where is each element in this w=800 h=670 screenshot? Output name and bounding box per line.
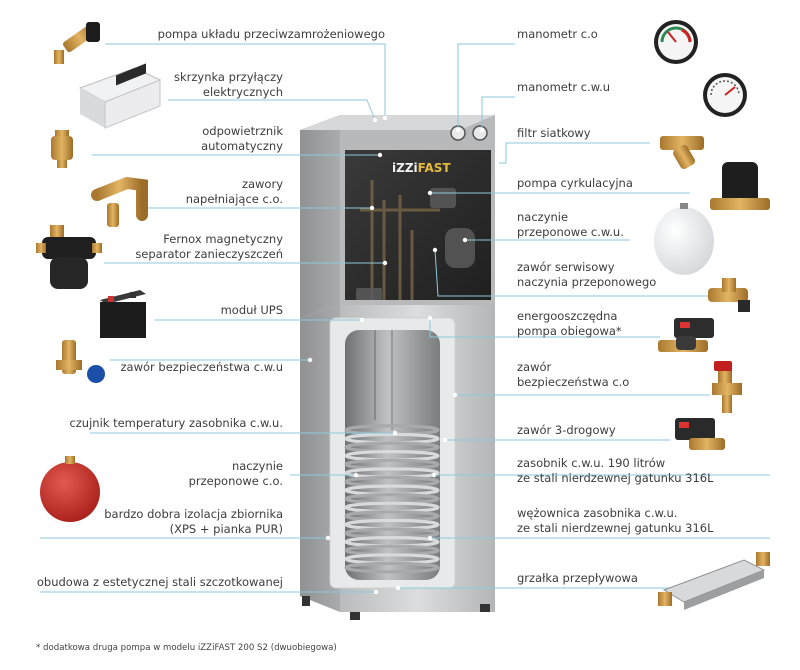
label-line: pompa układu przeciwzamrożeniowego — [158, 27, 385, 41]
label-filtr: filtr siatkowy — [517, 126, 591, 140]
label-line: manometr c.o — [517, 27, 598, 41]
label-manometr-cwu: manometr c.w.u — [517, 80, 610, 94]
leader-lines — [40, 43, 770, 593]
valve-antifreeze-illustration — [54, 22, 100, 64]
fill-valves-illustration — [91, 176, 148, 227]
label-line: ze stali nierdzewnej gatunku 316L — [517, 521, 714, 535]
label-izolacja: bardzo dobra izolacja zbiornika(XPS + pi… — [104, 507, 283, 536]
foot-mid — [350, 612, 360, 620]
label-line: separator zanieczyszczeń — [135, 247, 283, 261]
label-line: naczynie — [517, 210, 568, 224]
safety-valve-cwu-illustration — [56, 340, 105, 383]
label-obudowa: obudowa z estetycznej stali szczotkowane… — [37, 575, 283, 589]
label-line: bardzo dobra izolacja zbiornika — [104, 507, 283, 521]
label-czujnik: czujnik temperatury zasobnika c.w.u. — [69, 416, 283, 430]
label-line: napełniające c.o. — [186, 192, 283, 206]
label-line: pompa obiegowa* — [517, 324, 622, 338]
coil-loop — [344, 561, 440, 574]
three-way-valve-illustration — [675, 418, 725, 450]
label-zawor-bezp-cwu: zawór bezpieczeństwa c.w.u — [121, 360, 284, 374]
label-line: energooszczędna — [517, 309, 617, 323]
top-lid — [300, 115, 495, 130]
label-line: zawór — [517, 360, 552, 374]
label-line: zawór 3-drogowy — [517, 423, 616, 437]
label-line: (XPS + pianka PUR) — [170, 522, 283, 536]
flow-heater-illustration — [658, 552, 770, 610]
label-line: zawór bezpieczeństwa c.w.u — [121, 360, 284, 374]
circulation-pump-illustration — [710, 162, 770, 210]
label-line: bezpieczeństwa c.o — [517, 375, 629, 389]
label-zawor-3drog: zawór 3-drogowy — [517, 423, 616, 437]
heat-pump-unit: iZZiFAST — [300, 115, 495, 620]
service-valve-illustration — [708, 278, 750, 312]
brand-logo: iZZiFAST — [392, 161, 451, 175]
label-line: pompa cyrkulacyjna — [517, 176, 633, 190]
label-line: zawór serwisowy — [517, 260, 615, 274]
label-line: ze stali nierdzewnej gatunku 316L — [517, 471, 714, 485]
leader-dots — [307, 115, 500, 595]
ups-battery-illustration — [100, 290, 146, 338]
label-line: czujnik temperatury zasobnika c.w.u. — [69, 416, 283, 430]
label-line: naczynia przeponowego — [517, 275, 656, 289]
label-line: elektrycznych — [203, 85, 283, 99]
label-grzalka: grzałka przepływowa — [517, 571, 638, 585]
gauge-co-illustration — [654, 20, 698, 64]
energy-saving-pump-illustration — [658, 318, 714, 352]
gauge-cwu-illustration — [703, 73, 747, 117]
label-line: przeponowe c.w.u. — [517, 225, 624, 239]
magnetic-separator-illustration — [36, 225, 102, 289]
label-line: automatyczny — [201, 139, 283, 153]
strainer-filter-illustration — [660, 136, 704, 170]
heating-coil — [344, 424, 440, 574]
label-line: naczynie — [232, 459, 283, 473]
foot-right — [480, 604, 490, 612]
label-line: obudowa z estetycznej stali szczotkowane… — [37, 575, 283, 589]
label-line: odpowietrznik — [202, 124, 283, 138]
label-line: grzałka przepływowa — [517, 571, 638, 585]
label-pompa-cyrk: pompa cyrkulacyjna — [517, 176, 633, 190]
label-line: zawory — [242, 177, 283, 191]
label-modul-ups: moduł UPS — [221, 303, 283, 317]
label-line: filtr siatkowy — [517, 126, 591, 140]
label-manometr-co: manometr c.o — [517, 27, 598, 41]
label-line: moduł UPS — [221, 303, 283, 317]
label-pompa-ukladu: pompa układu przeciwzamrożeniowego — [158, 27, 385, 41]
expansion-vessel-cwu-illustration — [654, 203, 714, 275]
footnote: * dodatkowa druga pompa w modelu iZZiFAS… — [36, 643, 337, 653]
foot-left — [302, 596, 310, 606]
gauge-cwu-small — [472, 125, 488, 141]
label-line: Fernox magnetyczny — [163, 232, 283, 246]
expansion-vessel-co-illustration — [40, 456, 100, 522]
glass-panel — [345, 150, 491, 300]
label-line: wężownica zasobnika c.w.u. — [517, 506, 677, 520]
top-side-panel — [300, 115, 340, 318]
label-line: zasobnik c.w.u. 190 litrów — [517, 456, 665, 470]
label-line: przeponowe c.o. — [189, 474, 283, 488]
junction-box-illustration — [78, 63, 162, 129]
storage-tank — [345, 330, 440, 580]
air-vent-illustration — [51, 130, 73, 168]
internal-pipework — [360, 180, 440, 300]
label-wezownica: wężownica zasobnika c.w.u.ze stali nierd… — [517, 506, 714, 535]
safety-valve-co-illustration — [712, 361, 742, 413]
label-line: skrzynka przyłączy — [174, 70, 283, 84]
labels-layer: pompa układu przeciwzamrożeniowego skrzyn… — [37, 27, 714, 589]
label-line: manometr c.w.u — [517, 80, 610, 94]
